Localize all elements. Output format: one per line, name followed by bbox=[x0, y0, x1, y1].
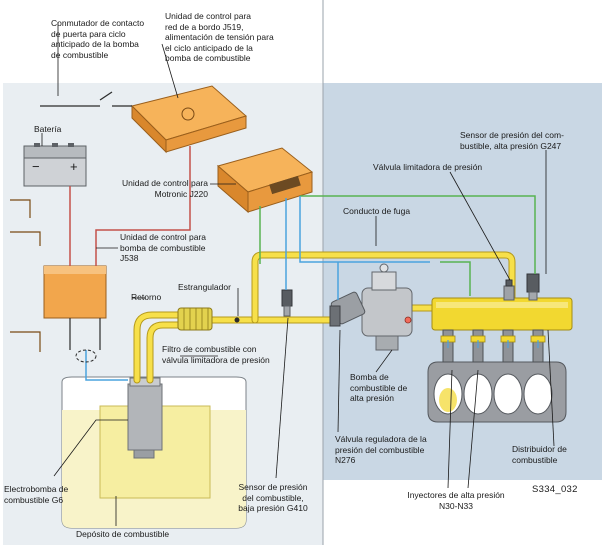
label-hp-pump: Bomba de combustible de alta presión bbox=[350, 372, 408, 403]
label-injectors: Inyectores de alta presión N30-N33 bbox=[407, 490, 505, 511]
high-pressure-pump bbox=[361, 263, 413, 351]
label-g410: Sensor de presión del combustible, baja … bbox=[238, 482, 308, 513]
battery bbox=[23, 143, 87, 187]
battery-minus-sign: − bbox=[32, 159, 40, 174]
motronic-control-unit-j220 bbox=[216, 147, 314, 214]
fuel-filter bbox=[177, 307, 213, 331]
label-throttle: Estrangulador bbox=[178, 282, 231, 292]
fuel-lines bbox=[133, 251, 516, 384]
fuel-pump-control-unit-j538 bbox=[43, 265, 107, 319]
pressure-regulating-valve-n276 bbox=[329, 291, 366, 327]
fuel-distributor bbox=[431, 297, 573, 331]
figure-code: S334_032 bbox=[532, 484, 578, 495]
vehicle-network-control-unit-j519 bbox=[131, 85, 248, 154]
label-pressure-limiter: Válvula limitadora de presión bbox=[373, 162, 483, 172]
label-door-switch: Conmutador de contacto de puerta para ci… bbox=[51, 18, 145, 60]
label-g247: Sensor de presión del com- bustible, alt… bbox=[460, 130, 564, 151]
label-leak-line: Conducto de fuga bbox=[343, 206, 411, 216]
label-g6: Electrobomba de combustible G6 bbox=[4, 484, 69, 505]
label-filter: Filtro de combustible con válvula limita… bbox=[162, 344, 270, 365]
high-pressure-sensor-g247 bbox=[526, 273, 540, 301]
leader-lines bbox=[41, 22, 555, 526]
label-tank: Depósito de combustible bbox=[76, 529, 170, 539]
label-j519: Unidad de control para red de a bordo J5… bbox=[165, 11, 274, 63]
label-distributor: Distribuidor de combustible bbox=[512, 444, 567, 465]
connector-ellipse bbox=[75, 349, 97, 363]
label-return: Retorno bbox=[131, 292, 162, 302]
label-j220: Unidad de control para Motronic J220 bbox=[121, 178, 208, 199]
label-n276: Válvula reguladora de la presión del com… bbox=[335, 434, 427, 465]
label-battery: Batería bbox=[34, 124, 62, 134]
label-j538: Unidad de control para bomba de combusti… bbox=[120, 232, 207, 263]
pressure-limiting-valve bbox=[503, 279, 515, 301]
battery-plus-sign: + bbox=[70, 159, 78, 174]
engine-block bbox=[427, 361, 567, 423]
electric-fuel-pump-g6 bbox=[127, 377, 163, 459]
low-pressure-sensor-g410 bbox=[281, 289, 293, 317]
throttle-point bbox=[234, 317, 240, 323]
